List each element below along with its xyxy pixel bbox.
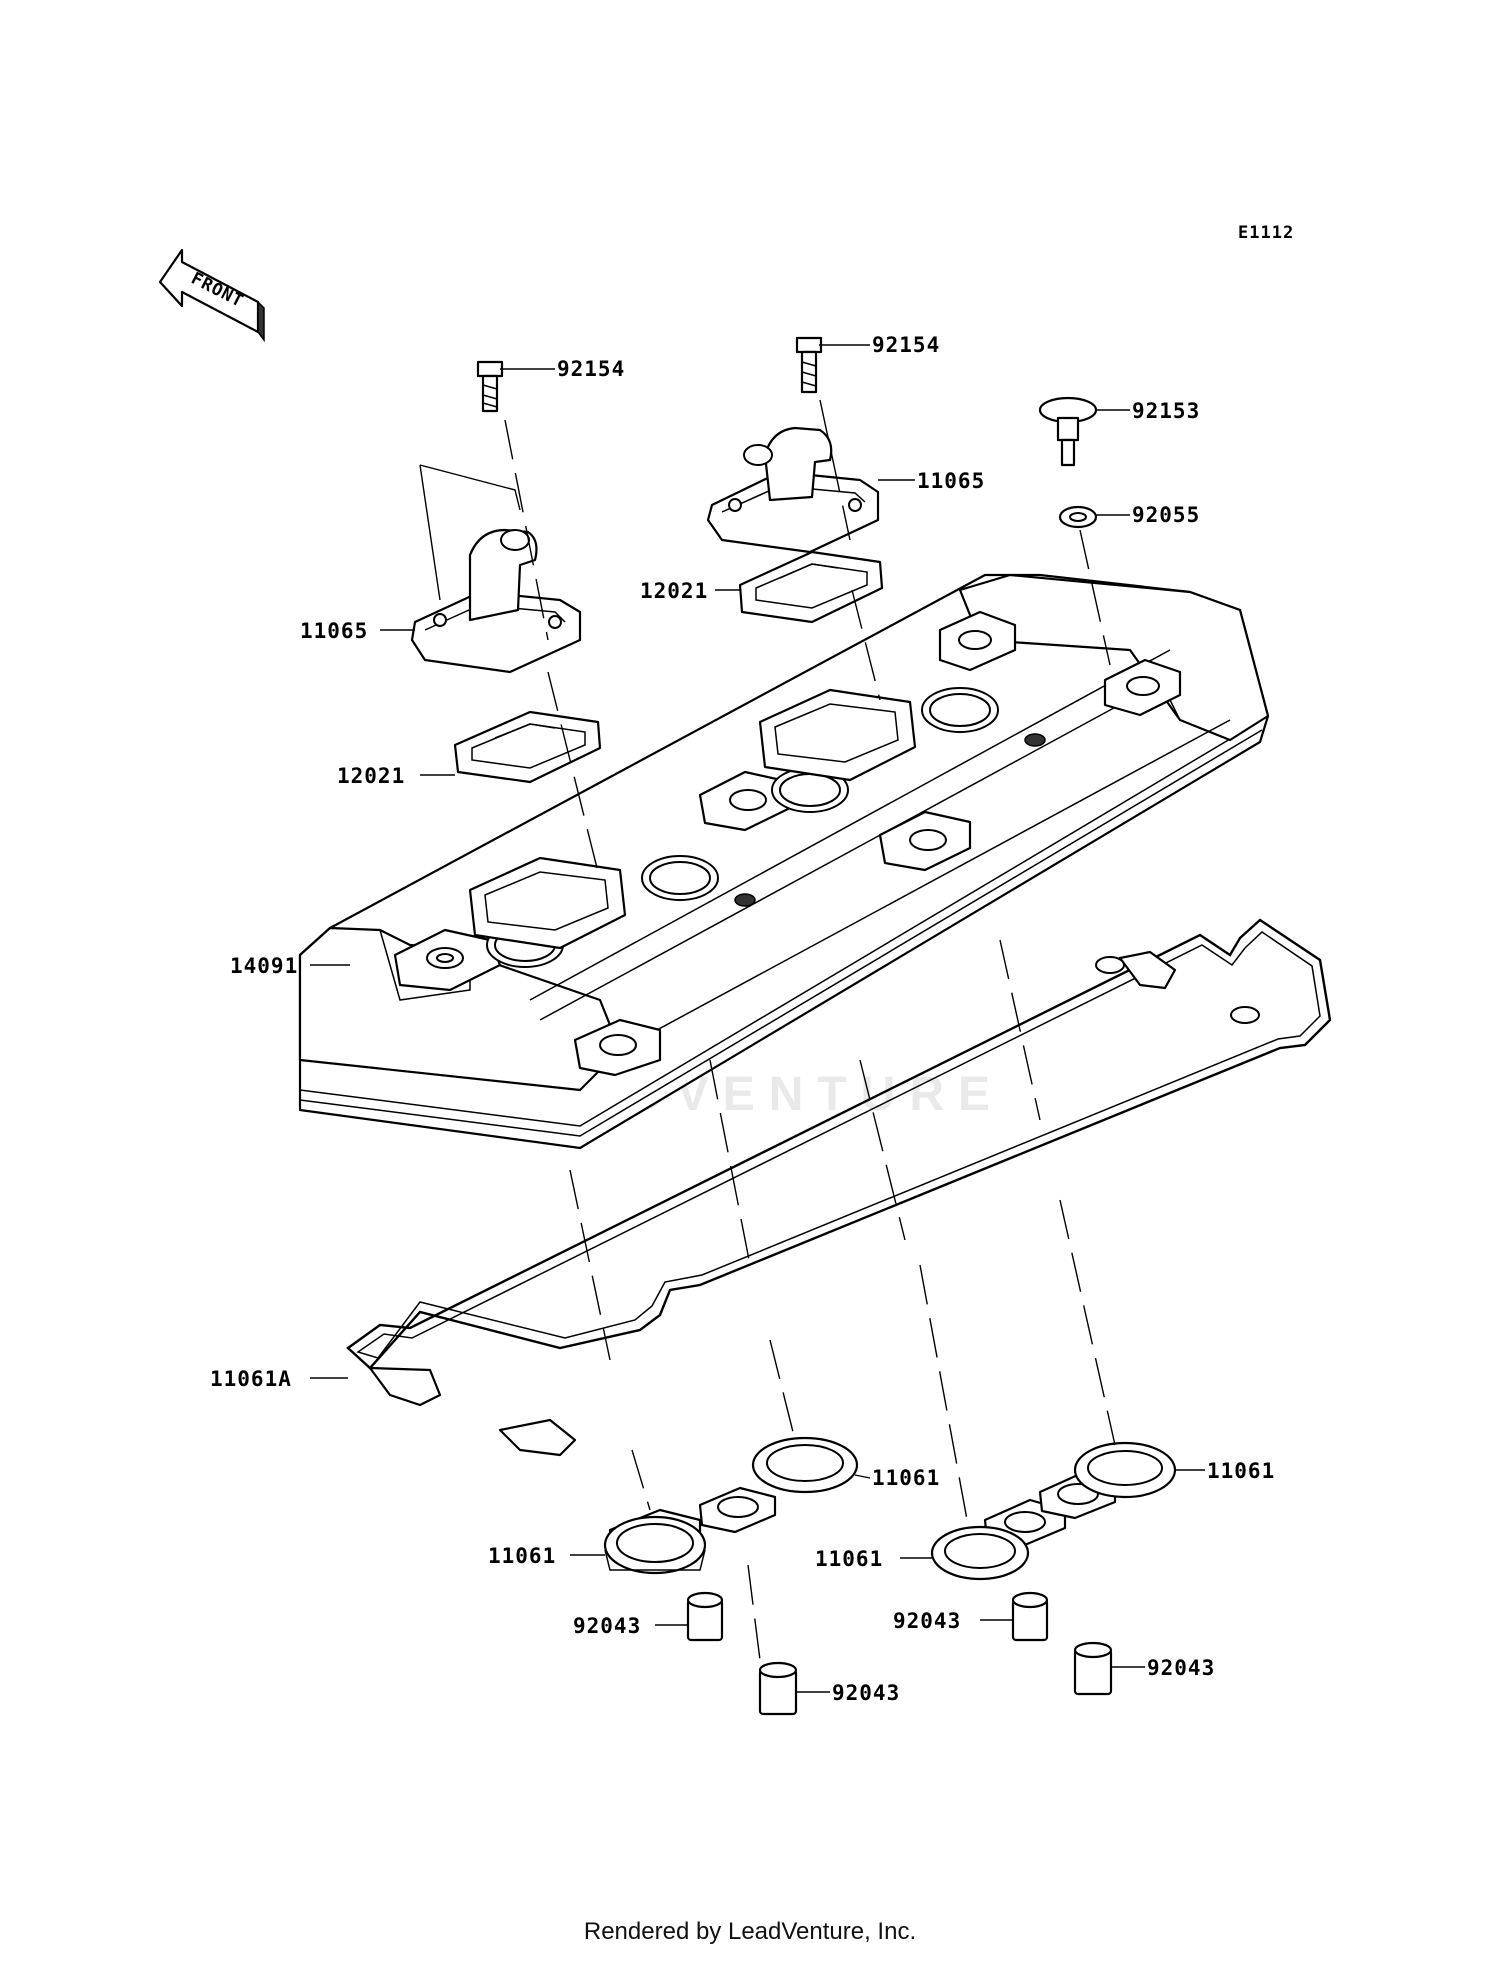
front-arrow-icon: FRONT bbox=[158, 248, 265, 343]
collar-3 bbox=[1011, 1591, 1049, 1642]
callout-cover-gasket: 11061A bbox=[210, 1367, 292, 1391]
footer-credit: Rendered by LeadVenture, Inc. bbox=[583, 1918, 917, 1945]
callout-reed-plate-center: 12021 bbox=[640, 579, 708, 603]
callout-breather-cover-center: 11065 bbox=[917, 469, 985, 493]
bolt-right bbox=[1038, 396, 1098, 467]
bolt-center bbox=[795, 336, 823, 394]
callout-bolt-left: 92154 bbox=[557, 357, 625, 381]
callout-plug-gasket-2: 11061 bbox=[872, 1466, 940, 1490]
alignment-lines bbox=[504, 399, 1116, 1661]
collar-4 bbox=[1073, 1641, 1113, 1696]
breather-cover-left bbox=[410, 528, 582, 674]
collar-2 bbox=[758, 1661, 798, 1716]
reed-plate-center bbox=[738, 550, 884, 624]
cylinder-head-cover bbox=[298, 573, 1270, 1150]
diagram-code: E1112 bbox=[1238, 223, 1294, 243]
callout-bolt-center: 92154 bbox=[872, 333, 940, 357]
cover-gasket bbox=[346, 918, 1332, 1457]
plug-gasket-2 bbox=[751, 1436, 859, 1494]
callout-cylinder-head-cover: 14091 bbox=[230, 954, 298, 978]
callout-collar-2: 92043 bbox=[832, 1681, 900, 1705]
callout-collar-3: 92043 bbox=[893, 1609, 961, 1633]
reed-plate-left bbox=[453, 710, 602, 784]
callout-plug-gasket-4: 11061 bbox=[1207, 1459, 1275, 1483]
callout-breather-cover-left: 11065 bbox=[300, 619, 368, 643]
callout-plug-gasket-1: 11061 bbox=[488, 1544, 556, 1568]
callout-plug-gasket-3: 11061 bbox=[815, 1547, 883, 1571]
breather-cover-center bbox=[706, 426, 880, 554]
leader-lines bbox=[310, 344, 1205, 1693]
washer-right bbox=[1058, 505, 1098, 529]
bolt-left bbox=[476, 360, 504, 413]
callout-reed-plate-left: 12021 bbox=[337, 764, 405, 788]
callout-collar-4: 92043 bbox=[1147, 1656, 1215, 1680]
plug-gasket-4 bbox=[1073, 1441, 1177, 1499]
callout-washer-right: 92055 bbox=[1132, 503, 1200, 527]
callout-bolt-right: 92153 bbox=[1132, 399, 1200, 423]
callout-collar-1: 92043 bbox=[573, 1614, 641, 1638]
plug-gasket-3 bbox=[930, 1525, 1030, 1581]
plug-gasket-1 bbox=[603, 1515, 707, 1575]
collar-1 bbox=[686, 1591, 724, 1642]
